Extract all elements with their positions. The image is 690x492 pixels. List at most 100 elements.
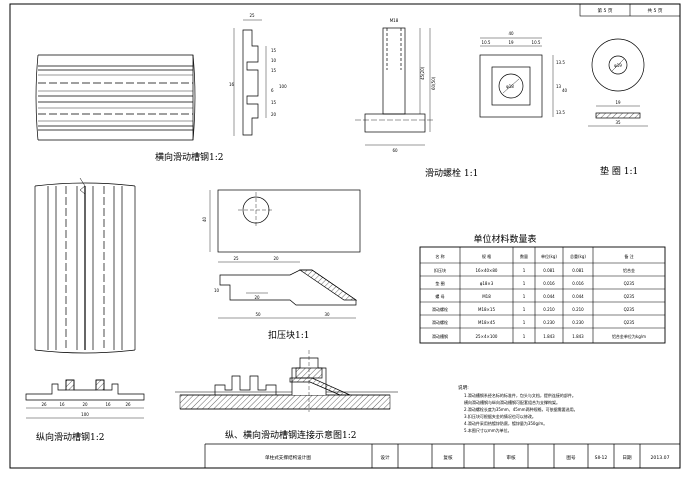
notes: 说明: 1.滑动槽钢系经名标的标准件，包头与文档，提供连接的部件。 横向滑动槽钢… [458, 384, 578, 433]
svg-text:45(20): 45(20) [420, 66, 425, 80]
washer-ring-dims: φ19 19 35 [614, 63, 622, 125]
svg-text:19: 19 [508, 40, 514, 45]
design-label: 设计 [380, 454, 390, 461]
svg-text:10: 10 [214, 288, 220, 293]
note-line: 3.扣压块可根据夹金的情况也可以修改。 [464, 413, 536, 419]
longitudinal-channel-dims: 26 16 20 16 26 100 [41, 402, 131, 417]
horizontal-channel-title: 横向滑动槽钢1:2 [155, 151, 224, 163]
date-value: 2013.07 [651, 455, 670, 461]
svg-text:40: 40 [562, 88, 568, 93]
svg-text:M18: M18 [390, 18, 399, 23]
washer-title: 垫 圈 1:1 [600, 165, 638, 177]
svg-text:19: 19 [615, 100, 621, 105]
svg-text:25: 25 [249, 13, 255, 18]
table-cell: 0.081 [543, 268, 555, 273]
table-cell: 0.210 [572, 307, 584, 312]
svg-text:35: 35 [615, 120, 621, 125]
svg-text:φ19: φ19 [614, 63, 622, 68]
table-cell: 0.081 [572, 268, 584, 273]
svg-text:60(50): 60(50) [431, 76, 436, 90]
svg-text:6: 6 [271, 88, 274, 93]
table-cell: 1.843 [543, 334, 555, 339]
svg-text:15: 15 [271, 100, 277, 105]
svg-text:φ18: φ18 [506, 84, 514, 89]
audit-label: 审核 [506, 454, 516, 461]
svg-text:16: 16 [229, 82, 235, 87]
table-cell: 扣压块 [434, 267, 446, 273]
svg-text:60: 60 [392, 148, 398, 153]
svg-text:13.5: 13.5 [556, 60, 565, 65]
drawing-name: 单柱式支撑结构设计图 [265, 454, 311, 461]
table-header: 总重(kg) [570, 253, 586, 259]
svg-text:26: 26 [41, 402, 47, 407]
material-table-title: 单位材料数量表 [473, 233, 536, 245]
table-cell: 铝合金 [623, 267, 635, 273]
horizontal-channel-plan [35, 54, 196, 141]
table-cell: 0.044 [543, 294, 555, 299]
table-cell: 0.210 [543, 307, 555, 312]
table-cell: 1 [523, 307, 526, 312]
svg-text:15: 15 [271, 68, 277, 73]
notes-heading: 说明: [458, 384, 469, 391]
table-cell: Q235 [624, 281, 635, 286]
table-cell: Q235 [624, 307, 635, 312]
table-cell: 0.230 [543, 320, 555, 325]
page-info-box: 第 5 页 共 5 页 [579, 3, 681, 17]
review-label: 复核 [443, 454, 453, 461]
table-cell: 1 [523, 320, 526, 325]
note-line: 横向滑动槽钢与纵向滑动槽钢可配套组合为支撑构架。 [464, 399, 560, 405]
table-header: 名 称 [435, 253, 444, 259]
note-line: 2.滑动螺栓长度为35mm、45mm两种规格，可依据需要选用。 [464, 406, 578, 412]
note-line: 4.滑动件采用热镀锌防腐，镀锌量为350g/m。 [464, 420, 547, 426]
table-cell: φ18×3 [480, 281, 494, 286]
table-cell: 0.016 [572, 281, 584, 286]
table-cell: 1 [523, 268, 526, 273]
clamp-dim-height: 40 [202, 216, 207, 222]
svg-text:20: 20 [271, 112, 277, 117]
svg-text:16: 16 [105, 402, 111, 407]
connection-diagram-title: 纵、横向滑动槽钢连接示意图1:2 [225, 429, 357, 441]
clamp-block-dims: 25 20 20 10 50 30 [214, 256, 330, 317]
clamp-block-title: 扣压块1:1 [268, 329, 310, 341]
svg-text:13.5: 13.5 [556, 110, 565, 115]
bolt-dims: M18 45(20) 60(50) 60 [390, 18, 436, 153]
date-label: 日期 [622, 455, 632, 461]
table-header: 单位(kg) [541, 253, 557, 259]
page-total: 共 5 页 [647, 7, 662, 14]
svg-text:30: 30 [324, 312, 330, 317]
svg-text:40: 40 [508, 31, 514, 36]
clamp-block-elevation [218, 261, 358, 319]
page-number: 第 5 页 [597, 7, 612, 14]
longitudinal-channel-title: 纵向滑动槽钢1:2 [36, 431, 105, 443]
table-cell: 铝合金单位为kg/m [612, 333, 646, 339]
table-header: 备 注 [624, 253, 633, 259]
connection-diagram [175, 350, 398, 412]
clamp-block-plan [209, 189, 361, 253]
horizontal-channel-section [233, 19, 267, 136]
svg-text:10.5: 10.5 [532, 40, 541, 45]
svg-text:100: 100 [279, 84, 287, 89]
svg-text:10.5: 10.5 [482, 40, 491, 45]
svg-text:13: 13 [556, 84, 562, 89]
washer-square-dims: 40 10.5 19 10.5 13.5 13 40 13.5 φ18 [482, 31, 568, 115]
svg-text:26: 26 [125, 402, 131, 407]
table-cell: 垫 圈 [435, 280, 444, 286]
note-line: 5.本图尺寸以mm为单位。 [464, 427, 512, 433]
svg-text:20: 20 [254, 295, 260, 300]
table-cell: 25×4×100 [476, 334, 498, 339]
svg-text:20: 20 [82, 402, 88, 407]
table-cell: 1 [523, 334, 526, 339]
drawing-number: SⅡ-12 [595, 455, 608, 461]
table-cell: 1 [523, 281, 526, 286]
horizontal-channel-dims: 25 15 10 15 16 6 15 100 20 [229, 13, 287, 117]
svg-text:100: 100 [81, 412, 89, 417]
sheet-border [9, 3, 681, 469]
svg-text:16: 16 [59, 402, 65, 407]
table-cell: M18×15 [478, 307, 495, 312]
svg-text:15: 15 [271, 48, 277, 53]
svg-text:20: 20 [273, 256, 279, 261]
table-cell: M18 [482, 294, 491, 299]
